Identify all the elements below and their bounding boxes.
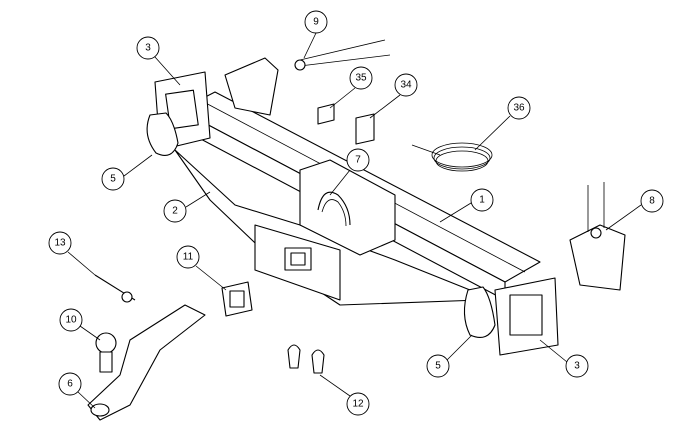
callout-3-right: 3 xyxy=(565,354,589,378)
svg-text:2: 2 xyxy=(172,206,178,217)
callout-12: 12 xyxy=(346,392,370,416)
svg-text:1: 1 xyxy=(479,195,485,206)
callout-7: 7 xyxy=(346,148,370,172)
callout-11: 11 xyxy=(176,245,200,269)
svg-text:3: 3 xyxy=(145,43,151,54)
left-mount-plate xyxy=(146,57,279,156)
callout-13: 13 xyxy=(48,231,72,255)
svg-text:11: 11 xyxy=(183,252,194,263)
callout-2: 2 xyxy=(163,199,187,223)
callout-5-right: 5 xyxy=(426,354,450,378)
lower-frame xyxy=(174,149,481,306)
svg-text:8: 8 xyxy=(649,196,655,207)
svg-text:34: 34 xyxy=(400,80,412,91)
callout-35: 35 xyxy=(349,66,373,90)
svg-text:35: 35 xyxy=(355,73,367,84)
callout-1: 1 xyxy=(470,188,494,212)
svg-text:12: 12 xyxy=(352,399,364,410)
right-mount-plate xyxy=(463,224,626,356)
svg-text:6: 6 xyxy=(67,379,73,390)
svg-text:5: 5 xyxy=(435,361,441,372)
svg-text:9: 9 xyxy=(313,17,319,28)
callout-8: 8 xyxy=(640,189,664,213)
leader-lines xyxy=(67,32,642,409)
receiver-cover xyxy=(221,281,253,317)
callout-36: 36 xyxy=(507,96,531,120)
callout-6: 6 xyxy=(58,372,82,396)
callout-5-left: 5 xyxy=(101,167,125,191)
callout-10: 10 xyxy=(59,308,83,332)
hitch-pin xyxy=(94,274,136,303)
callout-3-left: 3 xyxy=(136,36,160,60)
svg-text:5: 5 xyxy=(110,174,116,185)
svg-text:10: 10 xyxy=(65,315,77,326)
svg-text:3: 3 xyxy=(574,361,580,372)
ball-mount xyxy=(87,304,206,421)
receiver-tube xyxy=(299,159,396,256)
svg-text:7: 7 xyxy=(355,155,361,166)
shackles xyxy=(287,344,325,374)
callout-9: 9 xyxy=(304,10,328,34)
decal-34 xyxy=(355,113,375,145)
decal-35 xyxy=(317,103,335,125)
svg-text:36: 36 xyxy=(513,103,525,114)
callout-34: 34 xyxy=(394,73,418,97)
coiled-wire xyxy=(411,142,493,172)
wiring xyxy=(294,39,605,239)
svg-text:13: 13 xyxy=(54,238,66,249)
